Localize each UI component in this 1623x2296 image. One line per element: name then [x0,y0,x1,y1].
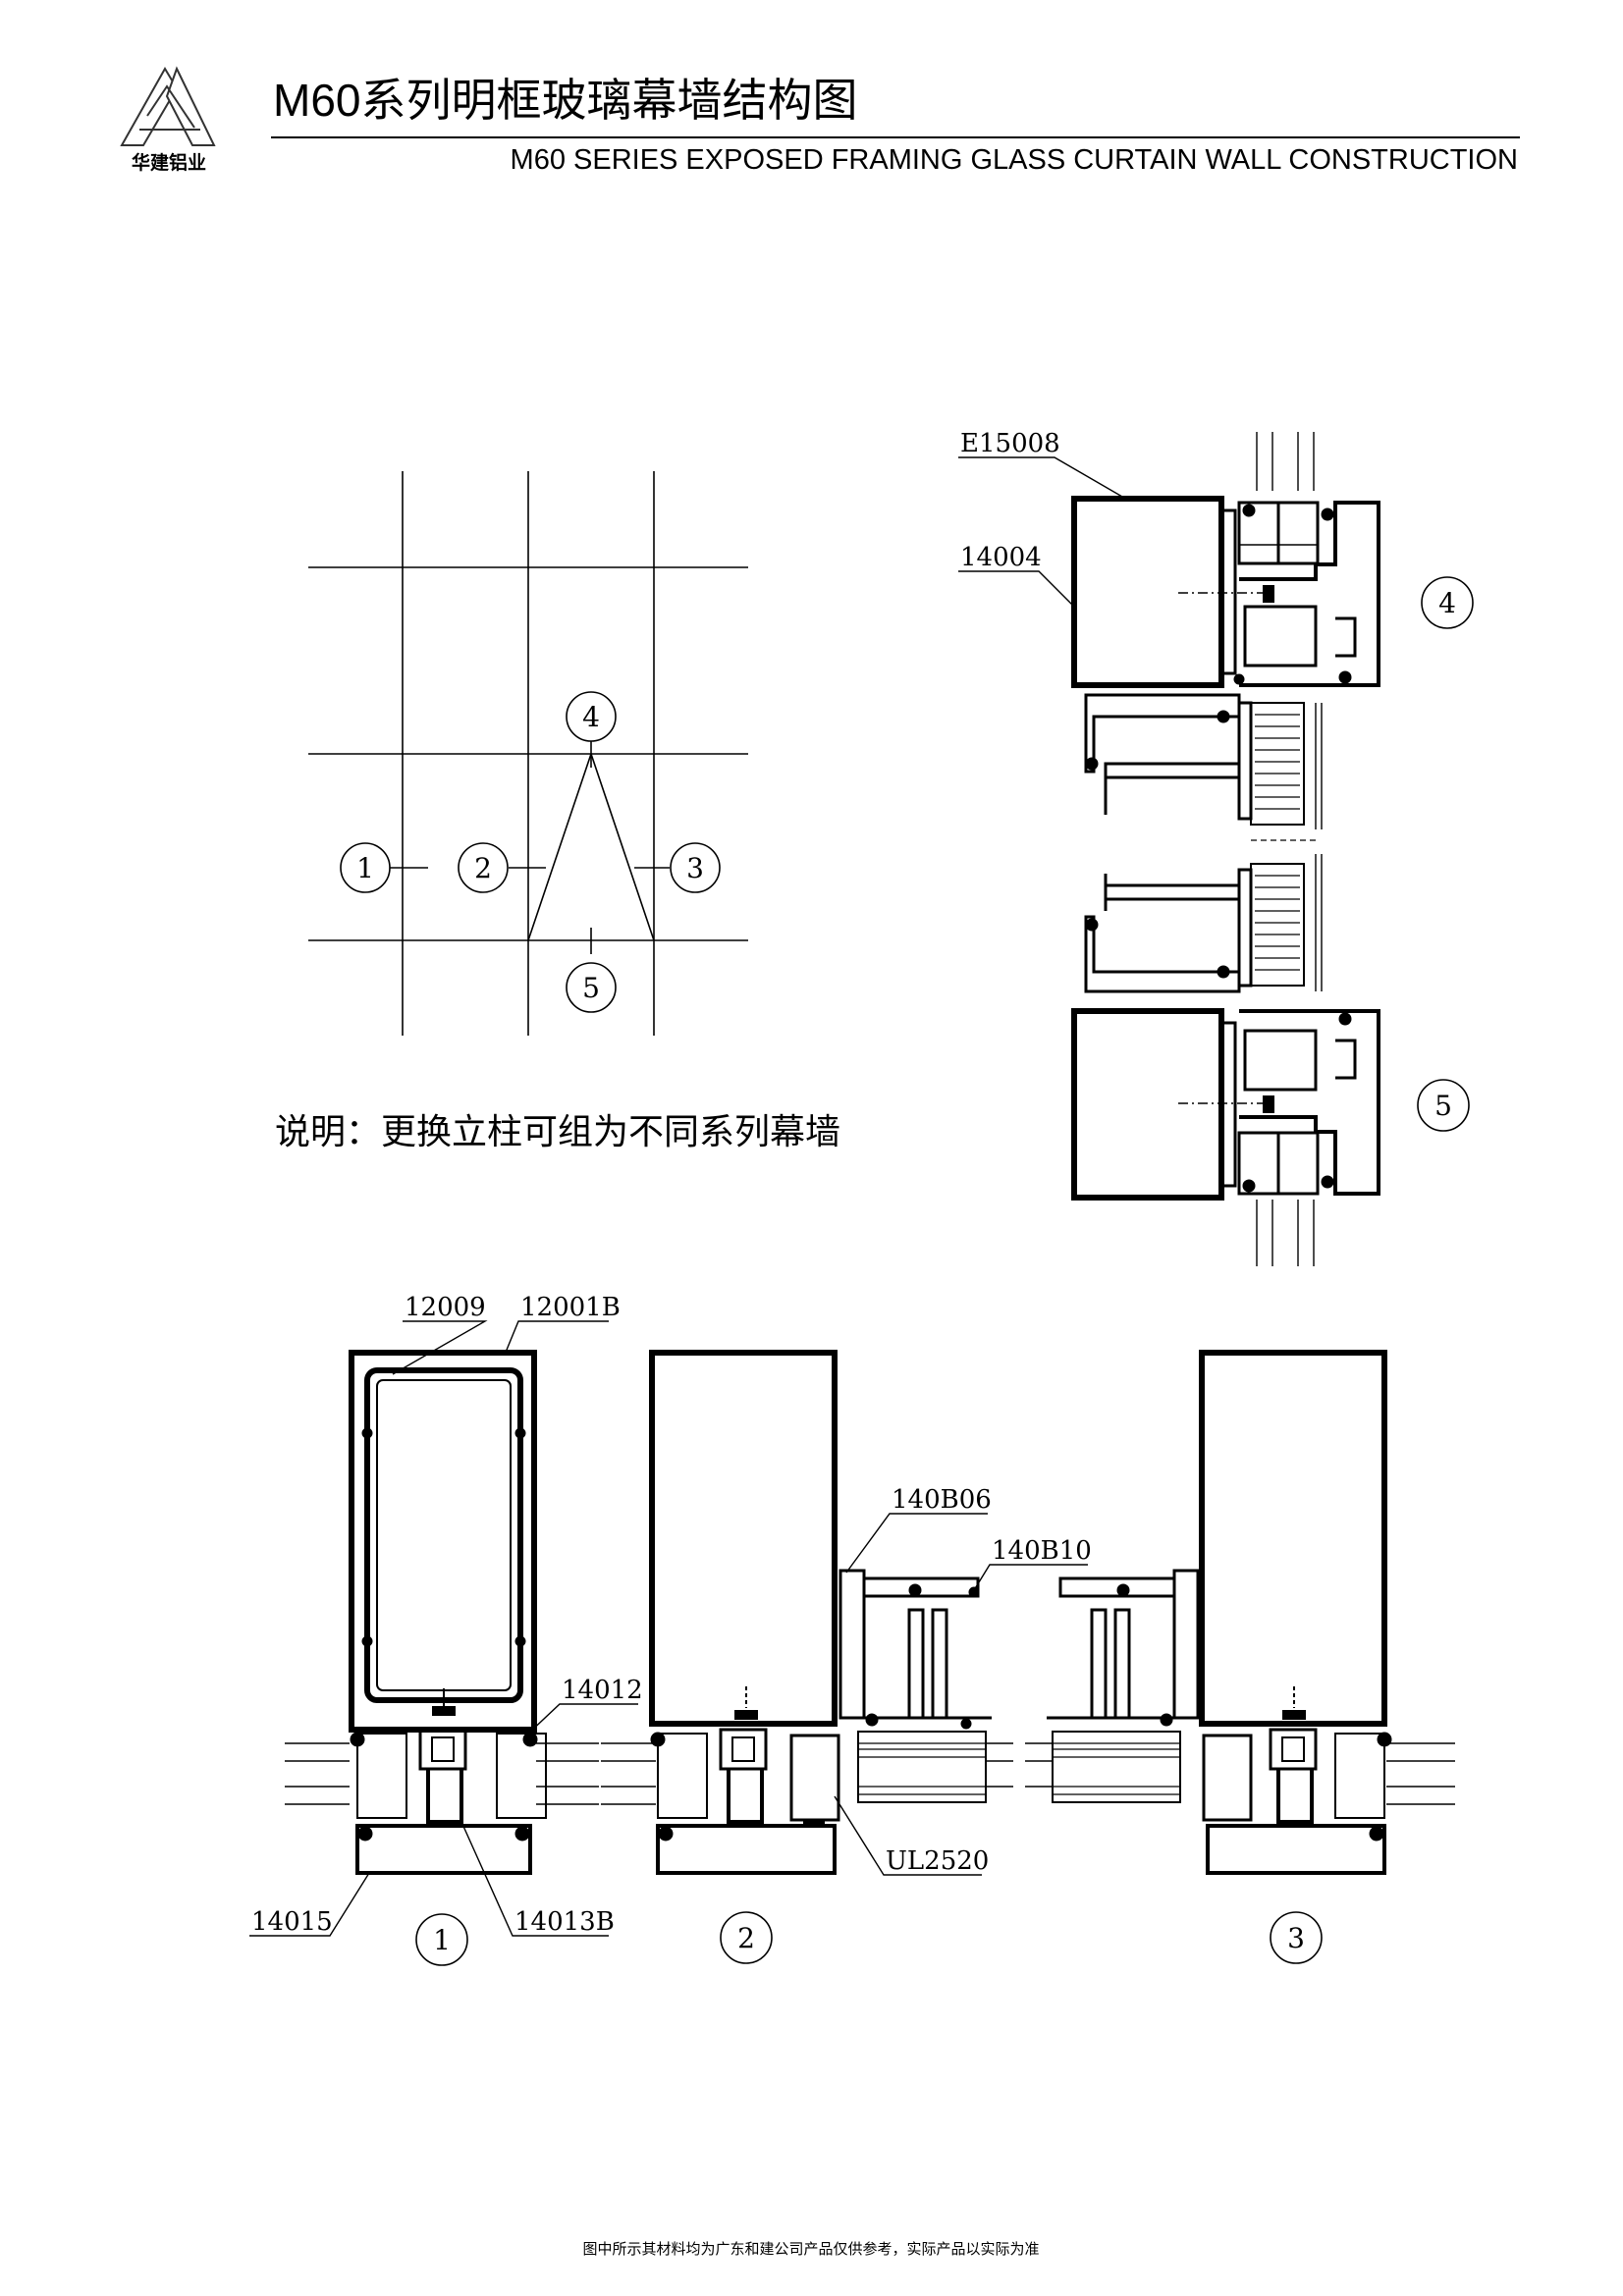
svg-text:12009: 12009 [405,1293,486,1322]
label-14015: 14015 [249,1872,370,1937]
elev-marker-5: 5 [566,962,617,1013]
elevation-note: 说明：更换立柱可组为不同系列幕墙 [275,1112,840,1152]
svg-text:UL2520: UL2520 [886,1846,989,1876]
vertical-section-5 [1071,854,1380,1266]
section-marker-2: 2 [720,1911,773,1964]
svg-text:14004: 14004 [960,543,1042,572]
elev-marker-1: 1 [340,842,391,893]
section-marker-3: 3 [1270,1911,1323,1964]
elev-marker-4: 4 [566,691,617,742]
footer-note: 图中所示其材料均为广东和建公司产品仅供参考，实际产品以实际为准 [582,2240,1039,2258]
svg-text:140B10: 140B10 [992,1536,1092,1566]
horizontal-section-2 [601,1350,1013,1875]
svg-text:3: 3 [1287,1922,1305,1954]
svg-text:3: 3 [686,852,704,884]
svg-text:140B06: 140B06 [892,1485,992,1515]
title-chinese: M60系列明框玻璃幕墙结构图 [273,75,857,126]
label-14012: 14012 [525,1676,643,1736]
svg-text:5: 5 [582,972,600,1004]
label-12009: 12009 [392,1293,488,1375]
label-ul2520: UL2520 [834,1795,989,1876]
svg-text:4: 4 [1438,587,1456,619]
elev-marker-2: 2 [458,842,509,893]
svg-text:2: 2 [737,1922,755,1954]
svg-text:4: 4 [582,701,600,733]
label-12001b: 12001B [504,1293,621,1356]
horizontal-section-3 [1025,1350,1455,1875]
svg-text:14013B: 14013B [514,1907,615,1937]
svg-text:1: 1 [356,852,374,884]
svg-text:E15008: E15008 [960,429,1060,458]
elevation-markers: 4 1 2 3 5 [340,691,721,1013]
label-140b06: 140B06 [845,1485,992,1574]
section-marker-4: 4 [1421,576,1474,629]
elev-marker-3: 3 [670,842,721,893]
label-140b10: 140B10 [973,1536,1092,1591]
vertical-section-4 [1071,432,1380,841]
logo-text: 华建铝业 [132,151,206,174]
section-marker-5: 5 [1417,1079,1470,1132]
title-english: M60 SERIES EXPOSED FRAMING GLASS CURTAIN… [511,144,1518,176]
horizontal-section-1 [285,1350,599,1875]
horizontal-section-labels: 12009 12001B 14012 14015 14013B 140B06 1… [249,1293,1323,1966]
vertical-section-labels: E15008 14004 4 5 [958,429,1474,1132]
label-14004: 14004 [958,543,1077,610]
svg-text:12001B: 12001B [520,1293,621,1322]
label-e15008: E15008 [958,429,1130,502]
label-14013b: 14013B [460,1821,615,1937]
svg-text:1: 1 [433,1924,451,1956]
svg-text:5: 5 [1434,1090,1452,1122]
company-logo: 华建铝业 [120,66,216,174]
svg-text:2: 2 [474,852,492,884]
svg-text:14012: 14012 [562,1676,643,1705]
svg-text:14015: 14015 [251,1907,333,1937]
elevation-diagram [308,471,748,1036]
section-marker-1: 1 [415,1913,468,1966]
